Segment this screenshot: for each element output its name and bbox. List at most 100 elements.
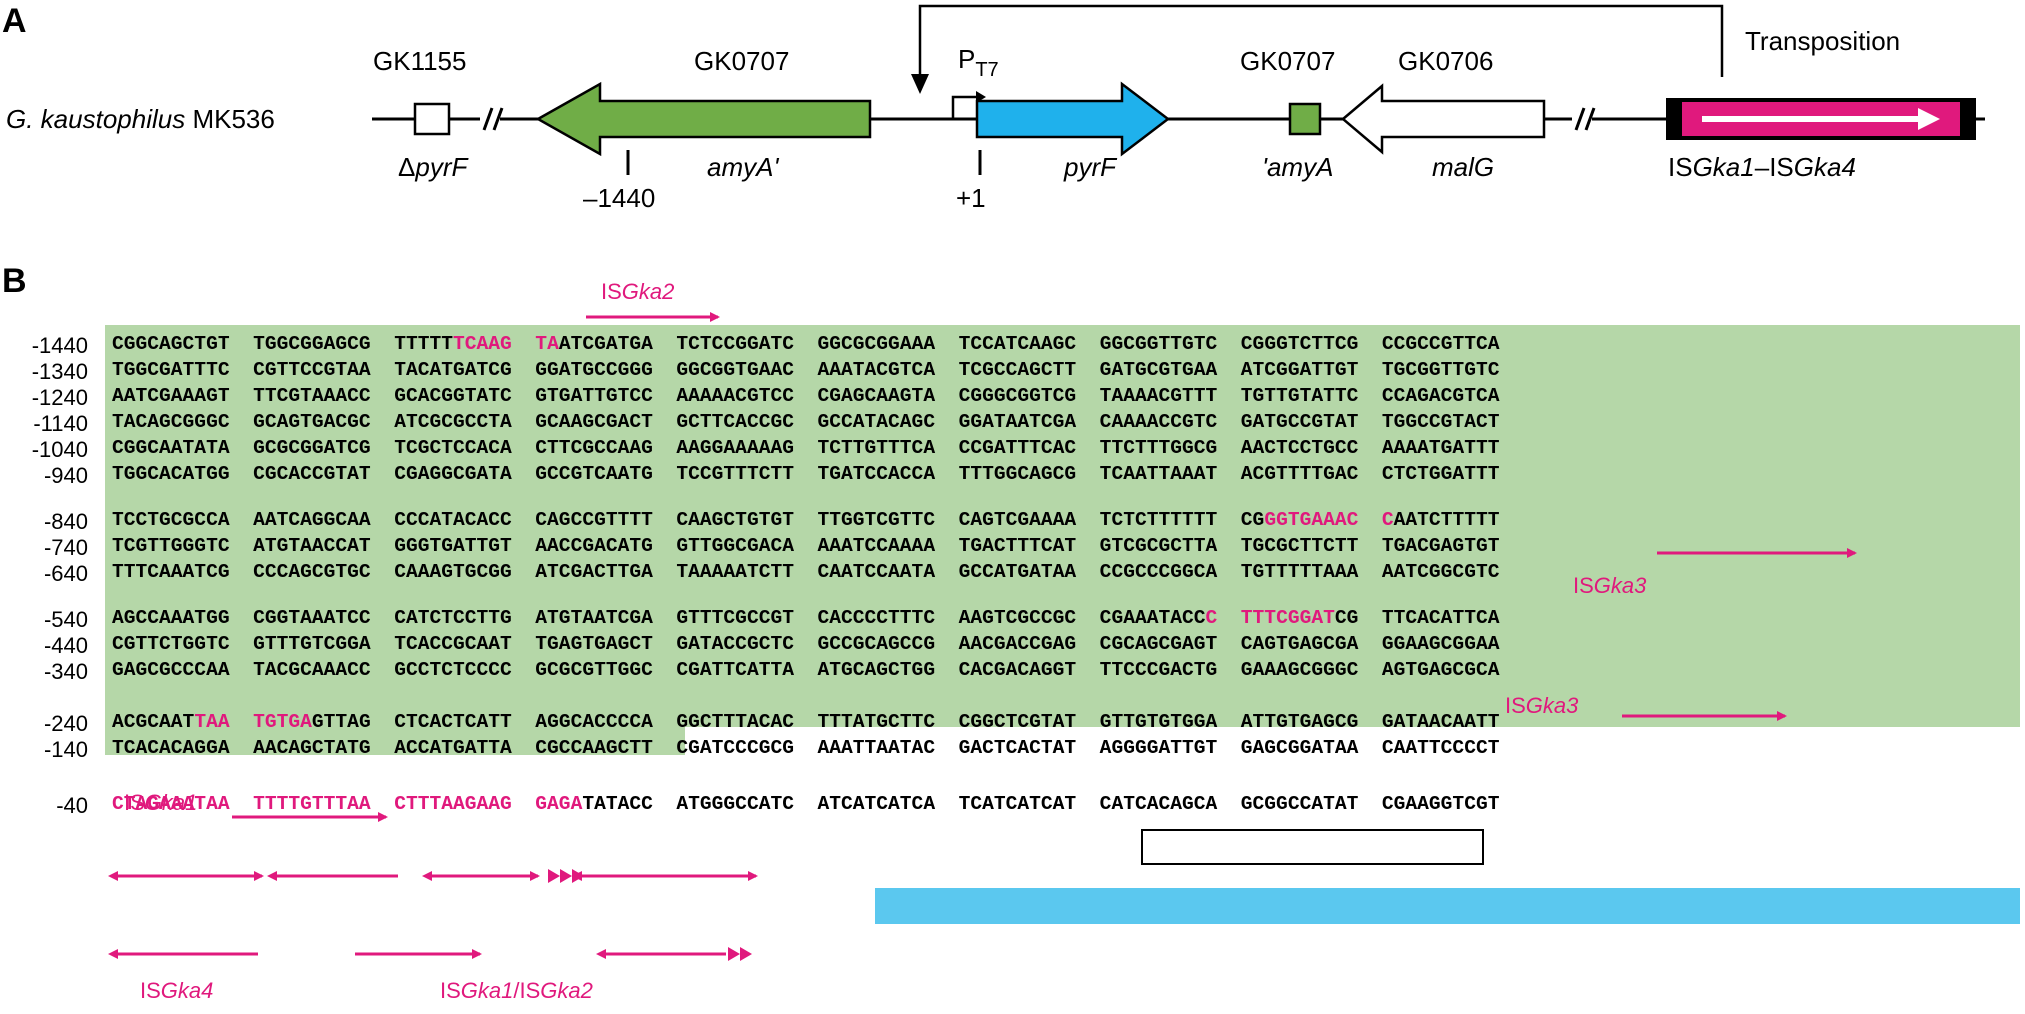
ir-chevron-5	[740, 947, 752, 961]
ir-chevron-2	[560, 869, 572, 883]
isgka4-bottom-label: ISGka4	[140, 978, 214, 1003]
amya-region-highlight-tail	[105, 727, 685, 755]
pos-minus1440-label: –1440	[583, 183, 655, 213]
panel-label-b: B	[2, 262, 27, 300]
sequence-position: -940	[43, 463, 88, 488]
sequence-bases: AATCTTTTT	[1393, 509, 1500, 531]
sequence-bases: TCCTGCGCCA AATCAGGCAA CCCATACACC CAGCCGT…	[112, 509, 1265, 531]
is-element-arrow-head	[1918, 108, 1940, 130]
sequence-line: TCCTGCGCCA AATCAGGCAA CCCATACACC CAGCCGT…	[112, 509, 1499, 531]
isgka2-top-label: ISGka2	[601, 279, 675, 304]
isgka3-second-label: ISGka3	[1505, 693, 1579, 718]
ir-chevron-1	[548, 869, 560, 883]
organism-label: G. kaustophilus MK536	[6, 104, 275, 134]
transposition-arrow-head	[911, 74, 929, 94]
sequence-line: TGGCGATTTC CGTTCCGTAA TACATGATCG GGATGCC…	[112, 359, 1499, 381]
sequence-bases: GTTAG CTCACTCATT AGGCACCCCA GGCTTTACAC T…	[311, 711, 1500, 733]
highlighted-bases: C TTTCGGAT	[1205, 607, 1335, 629]
break-mark-right-1	[1574, 107, 1586, 131]
sequence-position: -640	[43, 561, 88, 586]
sequence-bases: TATACC ATGGGCCATC ATCATCATCA TCATCATCAT …	[582, 793, 1500, 815]
sequence-position: -1040	[31, 437, 88, 462]
promoter-arrow	[951, 95, 978, 119]
sequence-position: -740	[43, 535, 88, 560]
gk0707-left-label: GK0707	[694, 46, 789, 76]
pos-plus1-label: +1	[956, 183, 986, 213]
sequence-line: TCACACAGGA AACAGCTATG ACCATGATTA CGCCAAG…	[112, 737, 1499, 759]
gk0707-right-label: GK0707	[1240, 46, 1335, 76]
sequence-bases: TCGTTGGGTC ATGTAACCAT GGGTGATTGT AACCGAC…	[112, 535, 1500, 557]
pyrf-label: pyrF	[1063, 152, 1118, 182]
sequence-bases: TTTCAAATCG CCCAGCGTGC CAAAGTGCGG ATCGACT…	[112, 561, 1500, 583]
sequence-bases: CGTTCTGGTC GTTTGTCGGA TCACCGCAAT TGAGTGA…	[112, 633, 1500, 655]
sequence-line: CGGCAATATA GCGCGGATCG TCGCTCCACA CTTCGCC…	[112, 437, 1499, 459]
transposition-label: Transposition	[1745, 26, 1900, 56]
sequence-bases: AATCGAAAGT TTCGTAAACC GCACGGTATC GTGATTG…	[112, 385, 1500, 407]
sequence-bases: TACAGCGGGC GCAGTGACGC ATCGCGCCTA GCAAGCG…	[112, 411, 1500, 433]
highlighted-bases: TCAAG TA	[453, 333, 559, 355]
sequence-line: CGGCAGCTGT TGGCGGAGCG TTTTTTCAAG TAATCGA…	[112, 333, 1499, 355]
sequence-line: TGGCACATGG CGCACCGTAT CGAGGCGATA GCCGTCA…	[112, 463, 1499, 485]
sequence-position: -1440	[31, 333, 88, 358]
highlighted-bases: TAA TGTGA	[194, 711, 312, 733]
sequence-bases: ATCGATGA TCTCCGGATC GGCGCGGAAA TCCATCAAG…	[558, 333, 1500, 355]
sequence-bases: TGGCACATGG CGCACCGTAT CGAGGCGATA GCCGTCA…	[112, 463, 1500, 485]
malg-label: malG	[1432, 152, 1494, 182]
sequence-line: AATCGAAAGT TTCGTAAACC GCACGGTATC GTGATTG…	[112, 385, 1499, 407]
sequence-position: -540	[43, 607, 88, 632]
sequence-position: -840	[43, 509, 88, 534]
sequence-line: TACAGCGGGC GCAGTGACGC ATCGCGCCTA GCAAGCG…	[112, 411, 1499, 433]
ir-chevron-4	[728, 947, 740, 961]
gene-map-diagram: G. kaustophilus MK536 GK1155 ΔpyrF GK070…	[6, 4, 1985, 213]
sequence-bases: CG TTCACATTCA	[1334, 607, 1500, 629]
dpyrf-label: ΔpyrF	[398, 152, 469, 182]
sequence-position: -1140	[33, 411, 88, 436]
sequence-position: -140	[43, 737, 88, 762]
highlighted-bases: CTAGAAATAA TTTTGTTTAA CTTTAAGAAG GAGA	[112, 793, 583, 815]
isgka12-bottom-label: ISGka1/ISGka2	[440, 978, 593, 1003]
amya-prime-label: amyA'	[707, 152, 779, 182]
sequence-line: CTAGAAATAA TTTTGTTTAA CTTTAAGAAG GAGATAT…	[112, 793, 1499, 815]
sequence-bases: TCACACAGGA AACAGCTATG ACCATGATTA CGCCAAG…	[112, 737, 1500, 759]
sequence-line: AGCCAAATGG CGGTAAATCC CATCTCCTTG ATGTAAT…	[112, 607, 1499, 629]
amya-prime-arrow	[535, 81, 872, 157]
amya-region-highlight	[105, 325, 2020, 727]
highlighted-bases: GGTGAAAC C	[1264, 509, 1394, 531]
sequence-position: -1340	[31, 359, 88, 384]
gk0706-label: GK0706	[1398, 46, 1493, 76]
break-mark-left-1	[482, 107, 494, 131]
sequence-line: CGTTCTGGTC GTTTGTCGGA TCACCGCAAT TGAGTGA…	[112, 633, 1499, 655]
sequence-line: GAGCGCCCAA TACGCAAACC GCCTCTCCCC GCGCGTT…	[112, 659, 1499, 681]
gk1155-label: GK1155	[373, 46, 466, 76]
prime-amya-label: 'amyA	[1262, 152, 1333, 182]
t7-promoter-box	[1141, 829, 1484, 865]
sequence-bases: GAGCGCCCAA TACGCAAACC GCCTCTCCCC GCGCGTT…	[112, 659, 1500, 681]
sequence-bases: AGCCAAATGG CGGTAAATCC CATCTCCTTG ATGTAAT…	[112, 607, 1206, 629]
sequence-position: -440	[43, 633, 88, 658]
pyrf-region-highlight	[875, 888, 2020, 924]
is-element-label: ISGka1–ISGka4	[1668, 152, 1856, 182]
sequence-position: -240	[43, 711, 88, 736]
transposition-arrow	[918, 4, 1724, 77]
panel-label-a: A	[2, 2, 27, 40]
sequence-line: TTTCAAATCG CCCAGCGTGC CAAAGTGCGG ATCGACT…	[112, 561, 1499, 583]
promoter-label: PT7	[958, 44, 999, 81]
sequence-bases: ACGCAAT	[112, 711, 195, 733]
malg-arrow	[1341, 83, 1546, 155]
isgka3-first-label: ISGka3	[1573, 573, 1647, 598]
sequence-line: ACGCAATTAA TGTGAGTTAG CTCACTCATT AGGCACC…	[112, 711, 1499, 733]
sequence-line: TCGTTGGGTC ATGTAACCAT GGGTGATTGT AACCGAC…	[112, 535, 1499, 557]
isgka1-row-label: ISGka1	[124, 790, 198, 815]
break-mark-right-2	[1584, 107, 1596, 131]
gk1155-box	[413, 102, 451, 136]
sequence-position: -40	[56, 793, 88, 818]
sequence-position: -340	[43, 659, 88, 684]
break-mark-left-2	[492, 107, 504, 131]
ir-chevron-3	[572, 869, 584, 883]
prime-amya-box	[1288, 102, 1322, 136]
sequence-bases: CGGCAATATA GCGCGGATCG TCGCTCCACA CTTCGCC…	[112, 437, 1500, 459]
sequence-position: -1240	[31, 385, 88, 410]
sequence-bases: CGGCAGCTGT TGGCGGAGCG TTTTT	[112, 333, 453, 355]
sequence-bases: TGGCGATTTC CGTTCCGTAA TACATGATCG GGATGCC…	[112, 359, 1500, 381]
